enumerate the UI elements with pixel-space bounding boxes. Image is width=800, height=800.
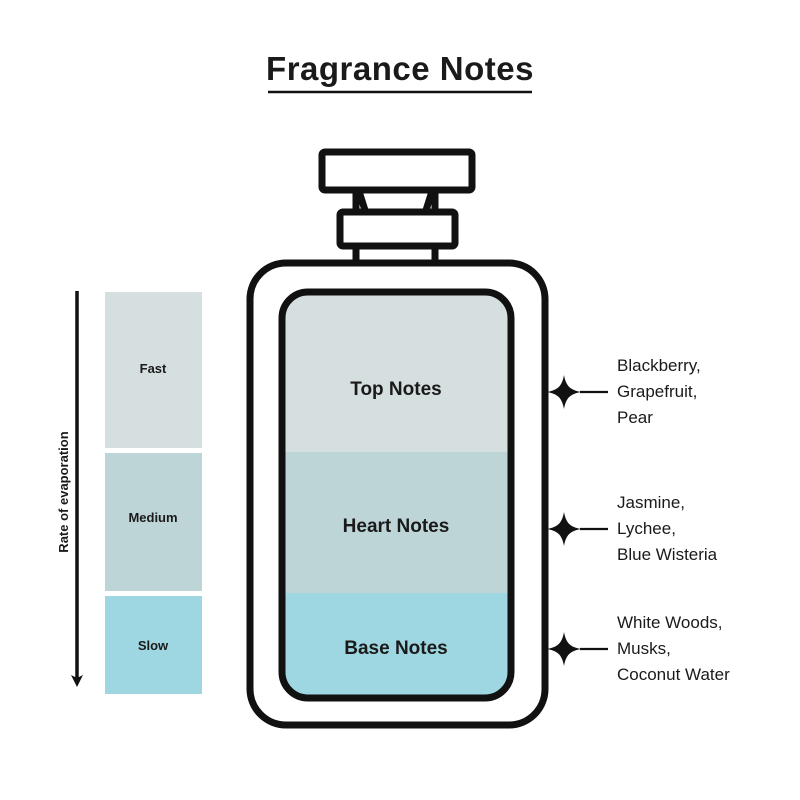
liquid-layer-top <box>282 292 511 452</box>
annotation-heart-notes-line-2: Lychee, <box>617 519 676 538</box>
layer-label-heart-notes: Heart Notes <box>343 516 450 537</box>
cap-collar <box>336 208 459 250</box>
liquid-layer-heart <box>282 452 511 593</box>
annotation-base-notes-line-3: Coconut Water <box>617 665 730 684</box>
legend-band-fast-label: Fast <box>140 361 167 376</box>
annotation-base-notes-line-2: Musks, <box>617 639 671 658</box>
legend-band-medium-label: Medium <box>128 510 177 525</box>
annotation-top-notes-line-2: Grapefruit, <box>617 382 697 401</box>
legend-band-slow: Slow <box>105 596 202 694</box>
evaporation-axis-label: Rate of evaporation <box>56 431 71 552</box>
sparkle-star-icon <box>547 375 581 409</box>
legend-band-slow-swatch <box>105 596 202 694</box>
bottle-inner-body <box>278 288 515 702</box>
annotation-top-notes-line-1: Blackberry, <box>617 356 701 375</box>
cap-top <box>318 148 476 194</box>
sparkle-star-icon <box>547 512 581 546</box>
annotation-top-notes: Blackberry, Grapefruit, Pear <box>547 356 701 427</box>
legend-band-fast: Fast <box>105 292 202 448</box>
liquid-layer-base <box>282 593 511 698</box>
annotation-base-notes-line-1: White Woods, <box>617 613 723 632</box>
bottle-liquid <box>282 292 511 698</box>
legend-band-medium-swatch <box>105 453 202 591</box>
sparkle-star-icon <box>547 632 581 666</box>
rate-legend: Fast Medium Slow <box>105 292 202 694</box>
annotation-heart-notes-line-3: Blue Wisteria <box>617 545 718 564</box>
page-title: Fragrance Notes <box>266 50 534 87</box>
annotation-heart-notes: Jasmine, Lychee, Blue Wisteria <box>547 493 718 564</box>
annotation-top-notes-line-3: Pear <box>617 408 653 427</box>
layer-label-top-notes: Top Notes <box>350 379 441 400</box>
legend-band-fast-swatch <box>105 292 202 448</box>
annotation-base-notes: White Woods, Musks, Coconut Water <box>547 613 730 684</box>
layer-label-base-notes: Base Notes <box>344 638 448 659</box>
annotation-heart-notes-line-1: Jasmine, <box>617 493 685 512</box>
perfume-bottle: Top Notes Heart Notes Base Notes <box>246 148 549 729</box>
legend-band-medium: Medium <box>105 453 202 591</box>
legend-band-slow-label: Slow <box>138 638 169 653</box>
